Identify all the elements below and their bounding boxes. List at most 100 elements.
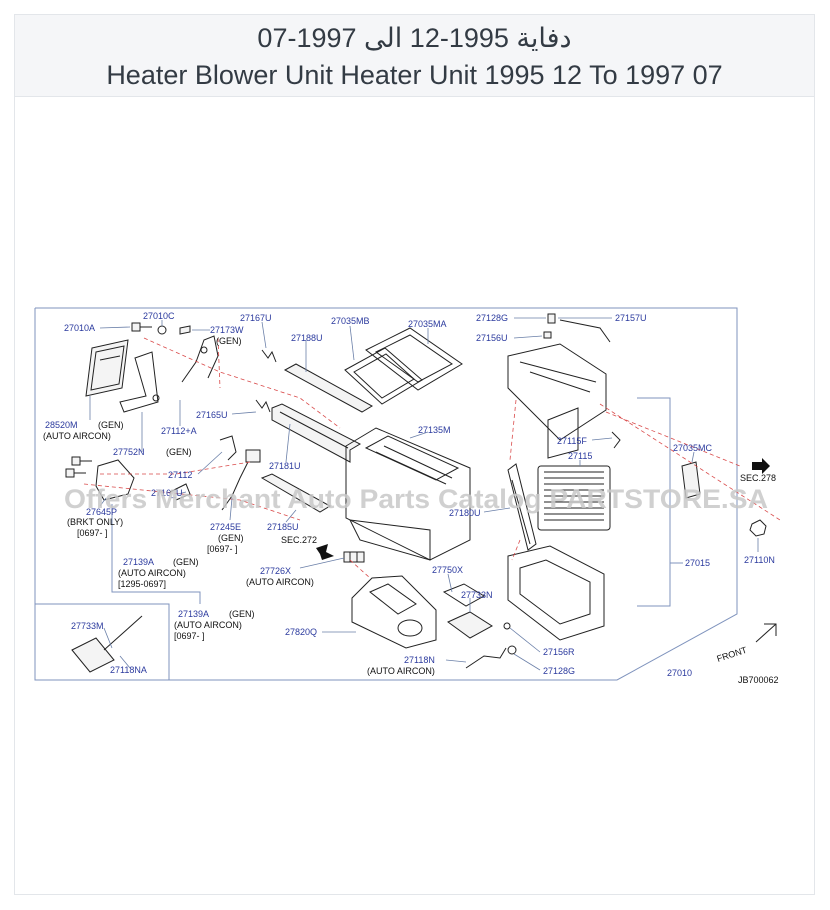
part-27165u: [255, 399, 271, 413]
title-bar: دفاية 1995-12 الى 1997-07 Heater Blower …: [15, 15, 814, 97]
part-27035ma: [365, 327, 463, 391]
part-27015-lower: [507, 545, 605, 641]
part-2716u: [169, 483, 191, 501]
part-27750x: [442, 583, 485, 607]
label-27135m[interactable]: 27135M: [418, 425, 451, 435]
label-27750x[interactable]: 27750X: [432, 565, 463, 575]
part-27115f: [611, 431, 621, 449]
part-27015-upper: [507, 343, 607, 459]
title-arabic: دفاية 1995-12 الى 1997-07: [257, 23, 572, 53]
note-27645p-1: (BRKT ONLY): [67, 517, 123, 527]
label-27112a[interactable]: 27112+A: [161, 426, 197, 436]
label-27010a[interactable]: 27010A: [64, 323, 95, 333]
label-27165u[interactable]: 27165U: [196, 410, 228, 420]
label-27010[interactable]: 27010: [667, 668, 692, 678]
label-27035ma[interactable]: 27035MA: [408, 319, 447, 329]
note-27245e-2: [0697- ]: [207, 544, 238, 554]
label-27167u[interactable]: 27167U: [240, 313, 272, 323]
note-27139a-1-2: (AUTO AIRCON): [118, 568, 186, 578]
label-27128g-bottom[interactable]: 27128G: [543, 666, 575, 676]
bracket-27139a: [111, 504, 201, 604]
label-27156u[interactable]: 27156U: [476, 333, 508, 343]
leader-lines: [89, 317, 759, 671]
label-27733n[interactable]: 27733N: [461, 590, 493, 600]
label-27115f[interactable]: 27115F: [557, 436, 587, 446]
label-27180u[interactable]: 27180U: [449, 508, 481, 518]
part-27185u: [260, 473, 332, 513]
label-27726x[interactable]: 27726X: [260, 566, 291, 576]
label-27035mb[interactable]: 27035MB: [331, 316, 370, 326]
part-27726x: [316, 544, 365, 563]
part-27157u: [559, 319, 611, 343]
label-front: FRONT: [716, 645, 749, 664]
label-27820q[interactable]: 27820Q: [285, 627, 317, 637]
part-27135m: [345, 427, 471, 561]
label-27139a-1[interactable]: 27139A: [123, 557, 154, 567]
label-sec278[interactable]: SEC.278: [740, 473, 776, 483]
note-27139a-1-3: [1295-0697]: [118, 579, 166, 589]
part-bolts-left: [65, 456, 92, 478]
note-27139a-1-1: (GEN): [173, 557, 199, 567]
title-english: Heater Blower Unit Heater Unit 1995 12 T…: [106, 60, 723, 90]
part-28520m: [85, 339, 129, 397]
label-sec272[interactable]: SEC.272: [281, 535, 317, 545]
note-27139a-2-2: (AUTO AIRCON): [174, 620, 242, 630]
note-28520m-2: (AUTO AIRCON): [43, 431, 111, 441]
label-27733m[interactable]: 27733M: [71, 621, 104, 631]
label-27115[interactable]: 27115: [568, 451, 592, 461]
note-27752n: (GEN): [166, 447, 192, 457]
label-27181u[interactable]: 27181U: [269, 461, 301, 471]
label-27157u[interactable]: 27157U: [615, 313, 647, 323]
label-27128g-top[interactable]: 27128G: [476, 313, 508, 323]
label-27010c[interactable]: 27010C: [143, 311, 175, 321]
arrow-sec278: [752, 458, 770, 474]
part-27112a: [181, 335, 219, 383]
label-27015[interactable]: 27015: [685, 558, 710, 568]
note-27173w: (GEN): [216, 336, 242, 346]
note-27118n: (AUTO AIRCON): [367, 666, 435, 676]
part-27188u: [283, 363, 374, 413]
label-27035mc[interactable]: 27035MC: [673, 443, 713, 453]
diagram-code: JB700062: [738, 675, 779, 685]
part-27128g-top: [547, 313, 556, 324]
label-27752n[interactable]: 27752N: [113, 447, 145, 457]
part-27752n: [119, 351, 160, 413]
part-27118n: [465, 647, 507, 669]
label-27139a-2[interactable]: 27139A: [178, 609, 209, 619]
note-27645p-2: [0697- ]: [77, 528, 108, 538]
part-27181u: [271, 403, 362, 463]
note-27245e-1: (GEN): [218, 533, 244, 543]
page-frame: دفاية 1995-12 الى 1997-07 Heater Blower …: [14, 14, 815, 895]
label-27112[interactable]: 27112: [168, 470, 192, 480]
part-27156r: [503, 622, 511, 630]
part-27173w: [179, 325, 191, 335]
label-2716u[interactable]: 2716_U: [151, 488, 183, 498]
part-27180u: [507, 463, 537, 551]
part-27820q: [351, 575, 437, 649]
label-27110n[interactable]: 27110N: [744, 555, 775, 565]
part-27115: [537, 465, 611, 531]
part-27112: [219, 435, 237, 461]
label-27245e[interactable]: 27245E: [210, 522, 241, 532]
part-27110n: [749, 519, 767, 537]
label-27188u[interactable]: 27188U: [291, 333, 323, 343]
inset-box: [34, 603, 170, 681]
label-27645p[interactable]: 27645P: [86, 507, 117, 517]
label-27118na[interactable]: 27118NA: [110, 665, 147, 675]
part-27733n: [447, 611, 493, 639]
part-27128g-bottom: [507, 645, 517, 655]
part-27156u: [543, 331, 552, 339]
label-27118n[interactable]: 27118N: [404, 655, 435, 665]
note-27139a-2-1: (GEN): [229, 609, 255, 619]
note-27726x: (AUTO AIRCON): [246, 577, 314, 587]
label-27156r[interactable]: 27156R: [543, 647, 575, 657]
part-27167u: [261, 349, 277, 363]
part-27010a: [131, 322, 152, 332]
part-27245e: [221, 449, 261, 511]
label-28520m[interactable]: 28520M: [45, 420, 78, 430]
label-27185u[interactable]: 27185U: [267, 522, 299, 532]
assembly-dashed-lines: [83, 337, 781, 579]
note-28520m-1: (GEN): [98, 420, 124, 430]
label-27173w[interactable]: 27173W: [210, 325, 244, 335]
